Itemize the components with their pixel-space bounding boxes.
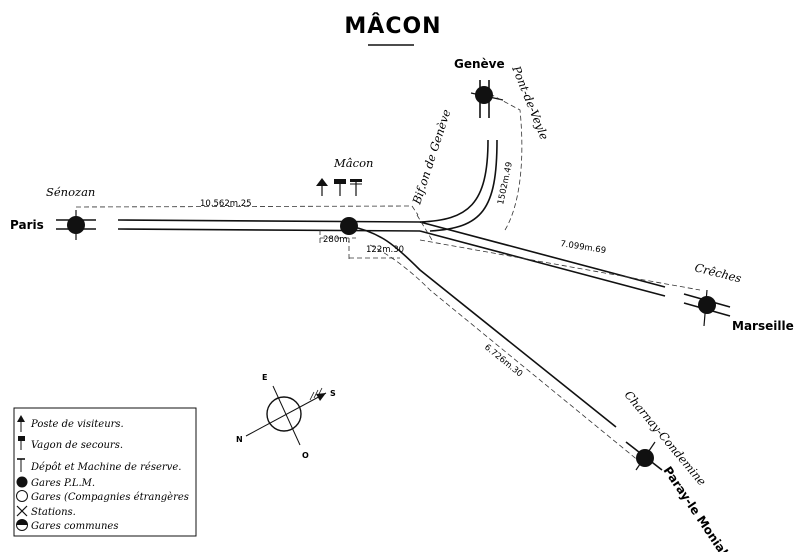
macon-station-icon xyxy=(340,217,358,235)
label-macon: Mâcon xyxy=(333,156,373,170)
label-geneve: Genève xyxy=(454,57,505,71)
marseille-station-icon xyxy=(698,296,716,314)
distance-paris-macon: 10.562m.25 xyxy=(200,199,252,209)
distance-macon-paray-short: 122m.30 xyxy=(366,245,404,255)
macon-service-icons xyxy=(316,178,362,196)
legend-depot-reserve: Dépôt et Machine de réserve. xyxy=(30,462,181,473)
geneve-station-icon xyxy=(475,86,493,104)
distance-macon-bif: 280m. xyxy=(323,235,350,245)
distance-geneve-branch: 1502m.49 xyxy=(496,161,515,206)
compass-south: S xyxy=(330,389,336,398)
compass-west: O xyxy=(302,451,309,460)
legend-visitors-post: Poste de visiteurs. xyxy=(30,419,124,430)
label-bif-geneve: Bif.on de Genève xyxy=(409,107,453,207)
line-to-paray xyxy=(348,225,663,471)
legend-wagon-icon xyxy=(18,436,25,450)
main-line-paris-macon xyxy=(117,219,421,232)
compass-icon xyxy=(245,385,327,446)
label-paris: Paris xyxy=(10,218,44,232)
distance-bif-creches: 7.099m.69 xyxy=(560,239,607,256)
legend-cross-icon xyxy=(16,505,28,517)
distance-lines xyxy=(75,94,701,467)
legend-stations: Stations. xyxy=(31,507,76,518)
paray-station-icon xyxy=(636,449,654,467)
label-marseille: Marseille xyxy=(732,319,794,333)
legend-foreign-stations: Gares (Compagnies étrangères xyxy=(31,492,189,503)
legend-flag-icon xyxy=(17,415,25,432)
paris-station-icon xyxy=(67,216,85,234)
legend-pim-stations: Gares P.L.M. xyxy=(31,478,95,489)
page-title: MÂCON xyxy=(344,13,441,39)
label-creches: Crêches xyxy=(693,260,743,285)
label-senozan: Sénozan xyxy=(46,185,95,199)
label-pont-de-veyle: Pont-de-Veyle xyxy=(509,63,552,142)
legend-half-circle-icon xyxy=(16,519,28,531)
legend-open-circle-icon xyxy=(16,490,28,502)
legend-filled-circle-icon xyxy=(16,476,28,488)
line-to-marseille xyxy=(419,221,731,327)
legend-common-stations: Gares communes xyxy=(31,521,118,532)
compass-east: E xyxy=(262,373,267,382)
legend-rescue-wagon: Vagon de secours. xyxy=(31,440,123,451)
legend: Poste de visiteurs. Vagon de secours. Dé… xyxy=(13,407,197,537)
compass-north: N xyxy=(236,435,243,444)
legend-depot-icon xyxy=(17,458,25,472)
